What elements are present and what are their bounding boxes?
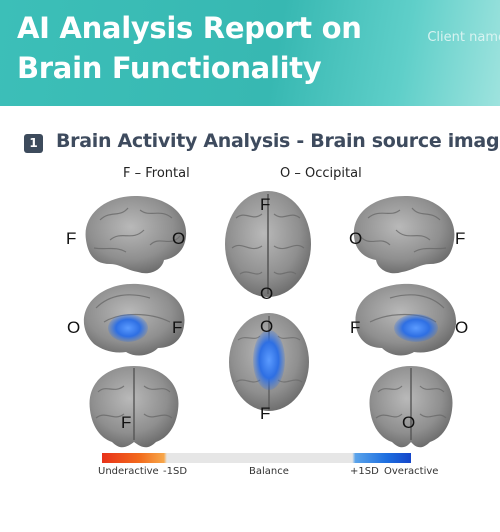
label-frontal: F: [121, 413, 132, 432]
legend-occipital: O – Occipital: [280, 166, 362, 181]
report-title: AI Analysis Report on Brain Functionalit…: [17, 11, 362, 85]
brain-right-lateral: [350, 190, 460, 278]
brain-front-view: [364, 362, 458, 452]
brain-back-view: [84, 362, 184, 452]
client-name-label: Client name: [427, 30, 500, 45]
section-number-badge: 1: [24, 134, 43, 153]
label-occipital: O: [260, 317, 274, 336]
label-occipital: O: [260, 284, 274, 303]
label-occipital: O: [172, 229, 186, 248]
label-frontal: F: [172, 318, 183, 337]
label-occipital: O: [455, 318, 469, 337]
brain-left-medial: [80, 278, 190, 360]
scale-overactive: Overactive: [384, 466, 439, 477]
section-heading: 1 Brain Activity Analysis - Brain source…: [24, 130, 500, 159]
report-header: AI Analysis Report on Brain Functionalit…: [0, 0, 500, 106]
activity-blob: [108, 314, 148, 342]
brain-top-view: [222, 188, 314, 300]
label-frontal: F: [350, 318, 361, 337]
legend-frontal: F – Frontal: [123, 166, 190, 181]
label-occipital: O: [67, 318, 81, 337]
scale-underactive: Underactive: [98, 466, 159, 477]
scale-plus-1sd: +1SD: [350, 466, 379, 477]
activity-color-scale: [102, 453, 411, 463]
scale-minus-1sd: -1SD: [163, 466, 188, 477]
scale-balance: Balance: [249, 466, 289, 477]
section-title: Brain Activity Analysis - Brain source i…: [56, 130, 500, 152]
brain-bottom-view: [226, 312, 312, 414]
label-frontal: F: [260, 195, 271, 214]
label-frontal: F: [455, 229, 466, 248]
activity-blob: [253, 330, 285, 390]
label-occipital: O: [402, 413, 416, 432]
label-frontal: F: [66, 229, 77, 248]
brain-right-medial: [350, 278, 460, 360]
activity-blob: [394, 314, 438, 342]
label-frontal: F: [260, 404, 271, 423]
brain-left-lateral: [80, 190, 190, 278]
label-occipital: O: [349, 229, 363, 248]
